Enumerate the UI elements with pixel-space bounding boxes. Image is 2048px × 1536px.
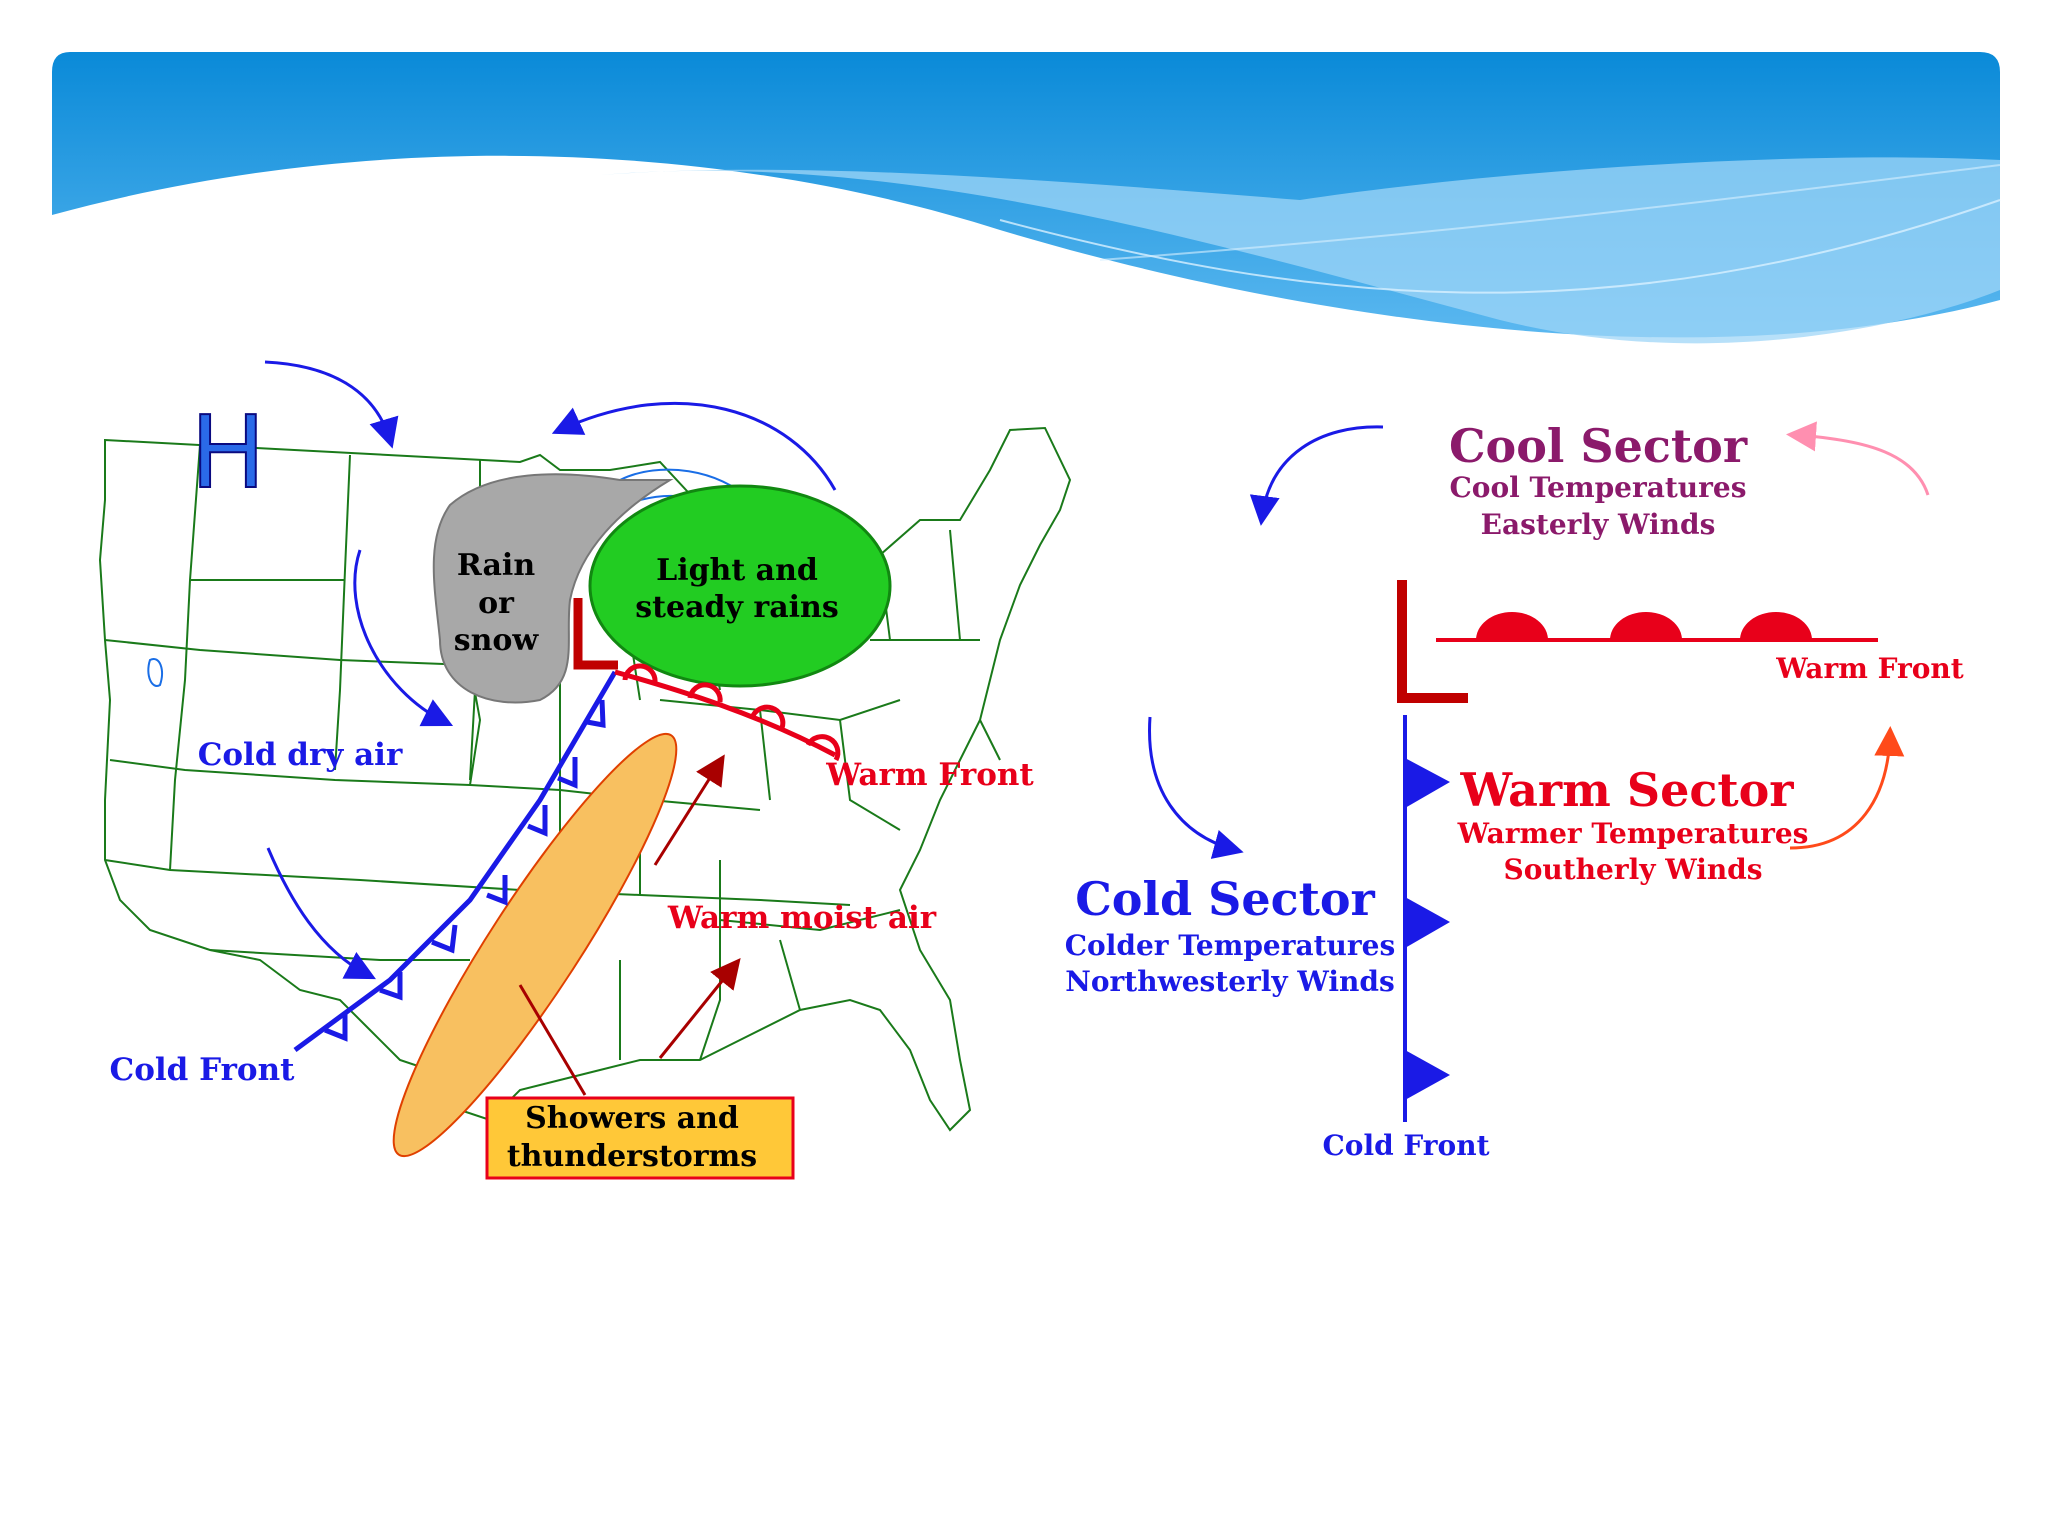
wind-arrow-southwest — [266, 847, 376, 980]
map-cold-front-label: Cold Front — [110, 1052, 296, 1088]
us-outline — [98, 426, 1072, 1132]
showers-box — [485, 1096, 795, 1180]
cold-sector-line: Colder Temperatures — [1065, 929, 1395, 962]
showers-label: thunderstorms — [507, 1139, 757, 1174]
schematic-warm-front-label: Warm Front — [1775, 652, 1963, 685]
light-rain-label: Light and — [656, 553, 818, 588]
warm-front-bump — [805, 734, 841, 762]
warm-front-bump — [749, 704, 786, 729]
light-rain-label: steady rains — [635, 590, 838, 625]
cool-sector-title: Cool Sector — [1449, 419, 1748, 473]
rain-snow-region — [432, 473, 674, 704]
cool-sector-line: Easterly Winds — [1481, 508, 1716, 541]
wind-arrow-north — [264, 360, 399, 449]
warm-moist-air-label: Warm moist air — [667, 900, 937, 936]
cold-front-barb — [527, 805, 548, 837]
schematic-wind-arrows — [1148, 421, 1930, 859]
us-weather-map: H — [98, 360, 1072, 1180]
cold-sector-wind-arrow — [1148, 716, 1244, 859]
warm-sector-title: Warm Sector — [1459, 763, 1794, 817]
cold-front-triangle — [1405, 897, 1450, 948]
cold-dry-air-label: Cold dry air — [198, 737, 403, 773]
warm-sector-line: Southerly Winds — [1503, 853, 1762, 886]
banner-wave-highlight — [1099, 164, 2001, 261]
rain-snow-label: snow — [454, 623, 540, 658]
low-pressure-symbol — [573, 598, 618, 670]
wind-arrow-lakes — [551, 401, 837, 491]
showers-pointer — [518, 984, 587, 1096]
cold-front-triangle — [1405, 1050, 1450, 1100]
slide-banner — [52, 52, 2001, 344]
warm-front-bump — [1740, 612, 1812, 640]
rain-snow-label: Rain — [457, 548, 535, 583]
map-cold-front-barbs — [324, 699, 606, 1042]
warm-front-bump — [1476, 612, 1548, 640]
cold-front-barb — [324, 1012, 348, 1042]
salt-lake — [147, 658, 163, 687]
banner-wave-highlight — [999, 199, 2001, 294]
high-pressure-symbol: H — [190, 394, 265, 511]
cool-sector-wind-arrow — [1249, 425, 1384, 526]
banner-wave-light — [600, 157, 2000, 344]
cold-front-barb — [379, 972, 403, 1001]
easterly-wind-arrow — [1786, 421, 1930, 496]
warm-sector-line: Warmer Temperatures — [1457, 817, 1809, 850]
wind-arrow-warm-1 — [653, 754, 725, 866]
light-rain-region — [588, 484, 892, 688]
cold-front-barb — [557, 757, 578, 789]
cold-front-triangle — [1405, 758, 1450, 808]
cold-front-barb — [586, 699, 606, 729]
wind-arrow-warm-2 — [658, 957, 741, 1059]
frontal-schematic: Cool Sector Cool Temperatures Easterly W… — [1065, 419, 1964, 1162]
map-cold-front — [293, 670, 618, 1053]
rain-snow-label: or — [478, 586, 515, 621]
showers-band — [392, 732, 678, 1158]
warm-front-bump — [687, 682, 723, 703]
cold-front-barb — [486, 875, 508, 906]
cold-sector-line: Northwesterly Winds — [1065, 965, 1394, 998]
showers-label: Showers and — [525, 1101, 739, 1136]
schematic-cold-front-label: Cold Front — [1322, 1129, 1489, 1162]
schematic-low-symbol — [1397, 580, 1468, 703]
wind-arrow-plains — [353, 549, 454, 727]
cool-sector-line: Cool Temperatures — [1450, 471, 1747, 504]
map-warm-front-label: Warm Front — [825, 757, 1034, 793]
map-wind-arrows — [264, 360, 837, 1096]
warm-front-bump — [622, 663, 658, 683]
map-warm-front — [614, 669, 837, 758]
warm-front-bump — [1610, 612, 1682, 640]
cold-front-barb — [431, 924, 458, 954]
map-warm-front-bumps — [622, 663, 841, 762]
cold-sector-title: Cold Sector — [1075, 872, 1375, 926]
southerly-wind-arrow — [1789, 726, 1905, 850]
